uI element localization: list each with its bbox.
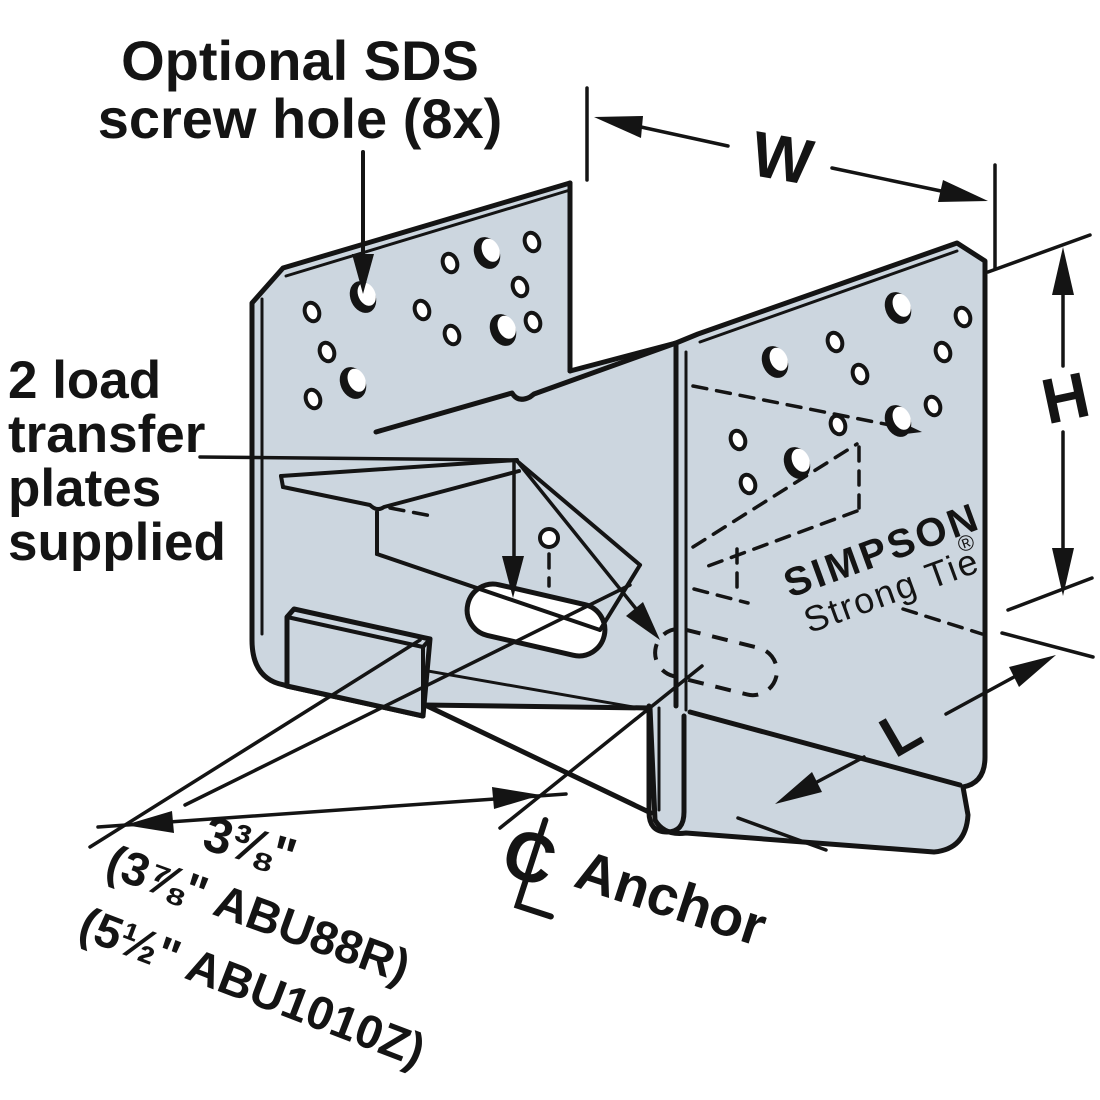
anchor-centerline-1 xyxy=(183,583,632,807)
base xyxy=(284,606,687,835)
callout-plates: 2 load transfer plates supplied xyxy=(8,351,660,640)
dimension-w: W xyxy=(585,86,997,270)
hem-fold xyxy=(646,703,687,835)
plates-leader xyxy=(198,455,519,462)
plates-label-line3: plates xyxy=(8,459,161,518)
right-panel-screw-holes xyxy=(728,292,973,496)
base-back-edge xyxy=(373,340,679,435)
plate-bolt-hole xyxy=(538,527,560,549)
right-panel-bottom-edge xyxy=(687,709,963,788)
dim-w-label: W xyxy=(746,117,819,198)
bracket-body xyxy=(249,180,988,855)
sds-arrow-head xyxy=(352,254,374,294)
callout-sds: Optional SDS screw hole (8x) xyxy=(98,29,503,294)
brand-registered-icon: ® xyxy=(954,528,978,557)
plates-label-line2: transfer xyxy=(8,405,205,464)
hidden-anchor-slot xyxy=(653,626,779,698)
extension-line-left xyxy=(88,638,422,849)
sds-label-line1: Optional SDS xyxy=(121,29,479,92)
left-panel-screw-holes xyxy=(302,230,543,411)
dim-h-label: H xyxy=(1035,358,1095,438)
sds-label-line2: screw hole (8x) xyxy=(98,87,503,150)
front-flange xyxy=(284,606,433,719)
load-transfer-plate xyxy=(279,458,642,632)
anchor-centerline-2 xyxy=(498,664,704,830)
plates-label-line1: 2 load xyxy=(8,351,161,410)
anchor-slot xyxy=(464,581,608,659)
plates-label-line4: supplied xyxy=(8,513,226,572)
anchor-label: Anchor xyxy=(568,837,774,957)
dimension-h: H xyxy=(986,233,1096,612)
base-front-edge xyxy=(420,701,654,816)
left-panel xyxy=(260,180,679,636)
